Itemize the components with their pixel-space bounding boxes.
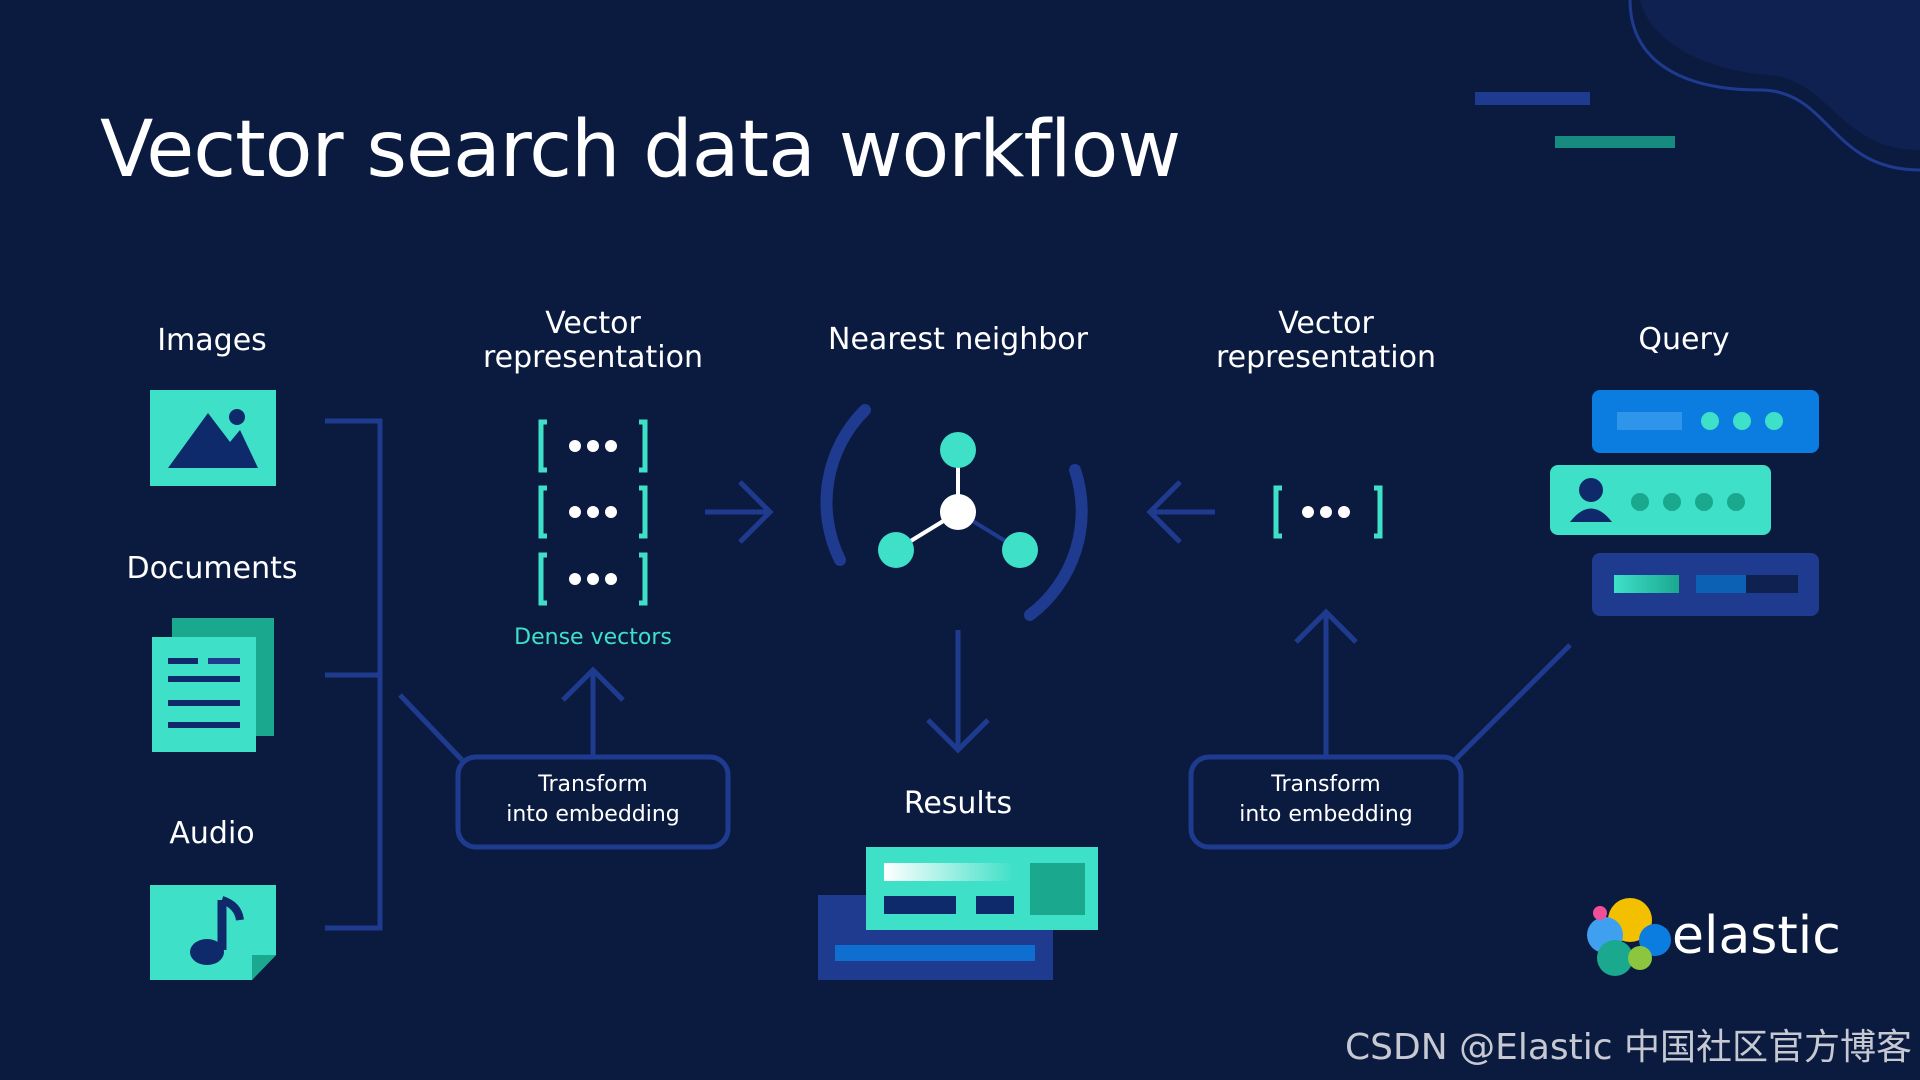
- right-vector-label: Vector representation: [1215, 306, 1437, 375]
- results-icon: [818, 847, 1098, 980]
- arrow-up-left: [561, 666, 625, 757]
- results-label: Results: [903, 786, 1013, 821]
- query-vector-icon: [1273, 485, 1383, 539]
- nearest-neighbor-graph-icon: [820, 404, 1088, 621]
- brand-wordmark: elastic: [1672, 906, 1841, 966]
- decor-bar-teal: [1555, 136, 1675, 148]
- elastic-logo: [1587, 898, 1671, 976]
- decor-bar-blue: [1475, 92, 1590, 105]
- query-label: Query: [1638, 322, 1730, 357]
- watermark: CSDN @Elastic 中国社区官方博客: [1344, 1027, 1912, 1068]
- left-vector-label: Vector representation: [482, 306, 704, 375]
- arrow-up-right: [1294, 608, 1358, 757]
- input-bracket: [325, 418, 464, 931]
- query-icon: [1550, 390, 1819, 616]
- nearest-neighbor-label: Nearest neighbor: [828, 322, 1088, 357]
- image-icon: [150, 390, 276, 486]
- arrow-left: [1146, 480, 1215, 544]
- page-title: Vector search data workflow: [100, 105, 1181, 195]
- right-transform-box: [1188, 754, 1464, 850]
- audio-label: Audio: [169, 816, 255, 851]
- left-transform-box: [455, 754, 731, 850]
- right-transform-label: Transform into embedding: [1239, 772, 1413, 827]
- documents-label: Documents: [126, 551, 298, 586]
- music-note-icon: [150, 885, 276, 980]
- document-icon: [152, 618, 274, 752]
- images-label: Images: [157, 323, 267, 358]
- left-transform-label: Transform into embedding: [506, 772, 680, 827]
- query-connector: [1453, 643, 1572, 762]
- corner-decoration: [1475, 0, 1920, 172]
- arrow-right: [705, 480, 774, 544]
- dense-vectors-icon: [538, 419, 648, 606]
- arrow-down: [926, 630, 990, 754]
- dense-vectors-label: Dense vectors: [514, 625, 672, 650]
